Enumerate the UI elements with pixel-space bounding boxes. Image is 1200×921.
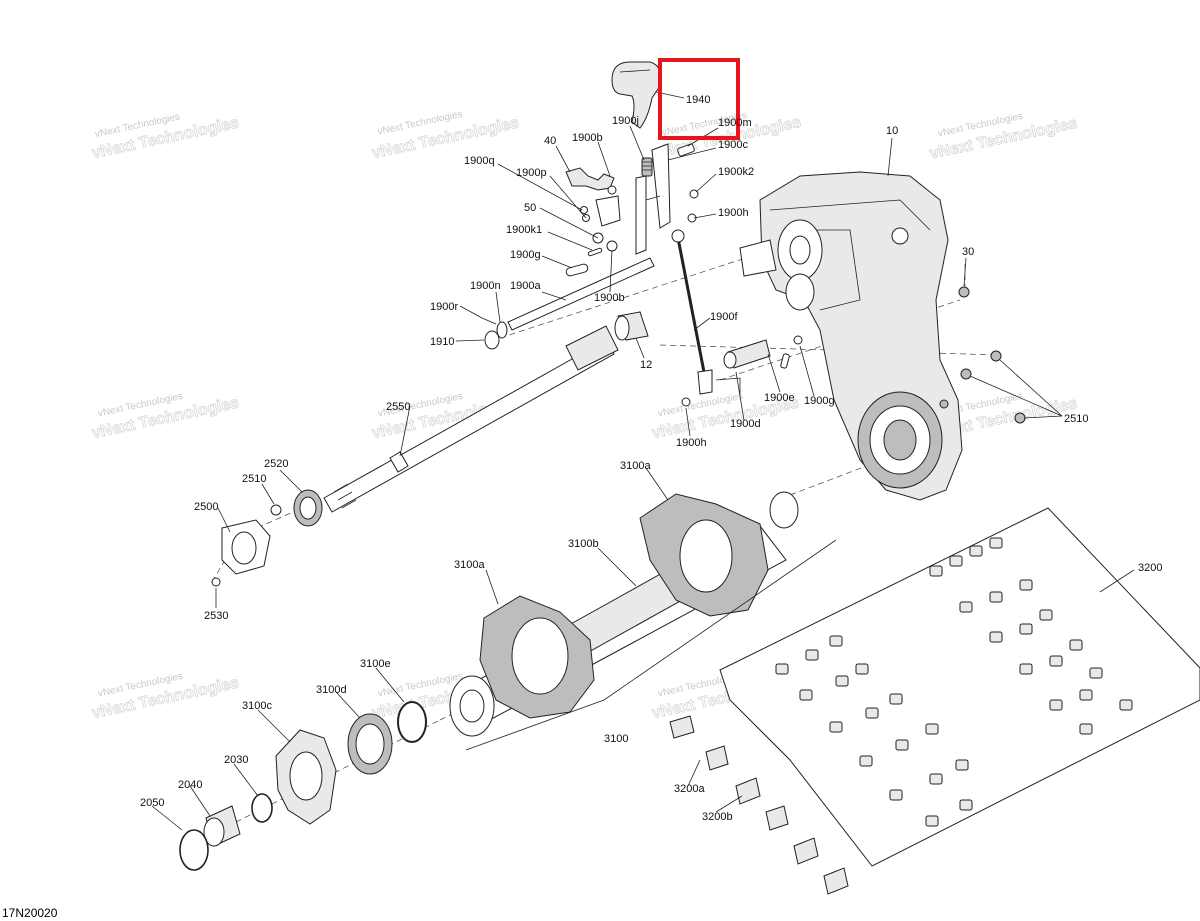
part-label-2530: 2530	[204, 610, 228, 622]
shift-knob-1940	[611, 61, 662, 129]
parts	[179, 61, 1200, 895]
part-label-2520: 2520	[264, 458, 288, 470]
part-label-12: 12	[640, 359, 652, 371]
track-plate-3200	[719, 507, 1200, 867]
part-label-1900c: 1900c	[718, 139, 748, 151]
part-label-3100c: 3100c	[242, 700, 272, 712]
part-label-3100b: 3100b	[568, 538, 599, 550]
clevis-1900d	[681, 335, 803, 407]
part-label-2030: 2030	[224, 754, 248, 766]
part-label-3100: 3100	[604, 733, 628, 745]
part-label-3100a-top: 3100a	[620, 460, 651, 472]
part-label-40: 40	[544, 135, 556, 147]
part-label-2040: 2040	[178, 779, 202, 791]
part-label-1900b-mid: 1900b	[594, 292, 625, 304]
part-label-1900k1: 1900k1	[506, 224, 542, 236]
axle-end-parts	[275, 701, 427, 825]
part-label-2510-left: 2510	[242, 473, 266, 485]
loose-clips-3200a	[669, 715, 849, 895]
part-label-1900m: 1900m	[718, 117, 752, 129]
pin-1900g	[565, 263, 589, 277]
part-label-1900b-top: 1900b	[572, 132, 603, 144]
leader-lines	[151, 91, 1135, 831]
part-label-1900p: 1900p	[516, 167, 547, 179]
part-label-1900f: 1900f	[710, 311, 738, 323]
part-label-2050: 2050	[140, 797, 164, 809]
part-label-30: 30	[962, 246, 974, 258]
part-label-50: 50	[524, 202, 536, 214]
part-label-1900j: 1900j	[612, 115, 639, 127]
part-label-1940: 1940	[686, 94, 710, 106]
bolt-1900m	[677, 143, 695, 157]
part-label-1900h-bottom: 1900h	[676, 437, 707, 449]
part-label-3100e: 3100e	[360, 658, 391, 670]
part-label-2500: 2500	[194, 501, 218, 513]
flange-2500	[211, 519, 271, 587]
part-label-1900g-right: 1900g	[804, 395, 835, 407]
part-label-1900q: 1900q	[464, 155, 495, 167]
linkage-40	[565, 167, 621, 227]
part-label-3100a-left: 3100a	[454, 559, 485, 571]
part-label-3100d: 3100d	[316, 684, 347, 696]
rod-1900f	[671, 229, 713, 395]
washers-1910	[481, 317, 508, 350]
part-labels: 1940 1900j 1900m 1900c 40 1900b 1900q 19…	[140, 94, 1162, 823]
bearing-2520	[270, 489, 323, 527]
part-label-1900a: 1900a	[510, 280, 541, 292]
shaft-1900a	[507, 257, 655, 331]
part-label-1900g: 1900g	[510, 249, 541, 261]
gearbox-housing-10	[739, 171, 963, 501]
part-label-1910: 1910	[430, 336, 454, 348]
part-label-2550: 2550	[386, 401, 410, 413]
driveshaft-2550	[323, 325, 619, 513]
part-label-1900r: 1900r	[430, 301, 458, 313]
bushing-12	[614, 311, 649, 341]
part-label-1900e: 1900e	[764, 392, 795, 404]
spring-1900j	[641, 157, 653, 177]
part-label-2510-right: 2510	[1064, 413, 1088, 425]
highlight-box	[658, 58, 740, 140]
part-label-10: 10	[886, 125, 898, 137]
track-clips	[775, 537, 1133, 827]
part-label-1900n: 1900n	[470, 280, 501, 292]
bearing-set-2040	[179, 793, 273, 871]
part-label-3200: 3200	[1138, 562, 1162, 574]
part-label-1900h-top: 1900h	[718, 207, 749, 219]
diagram-code: 17N20020	[2, 906, 58, 920]
part-label-3200b: 3200b	[702, 811, 733, 823]
part-label-1900d: 1900d	[730, 418, 761, 430]
shift-lever-1900c	[635, 143, 671, 255]
part-label-3200a: 3200a	[674, 783, 705, 795]
axle-3100	[449, 491, 799, 737]
part-label-1900k2: 1900k2	[718, 166, 754, 178]
